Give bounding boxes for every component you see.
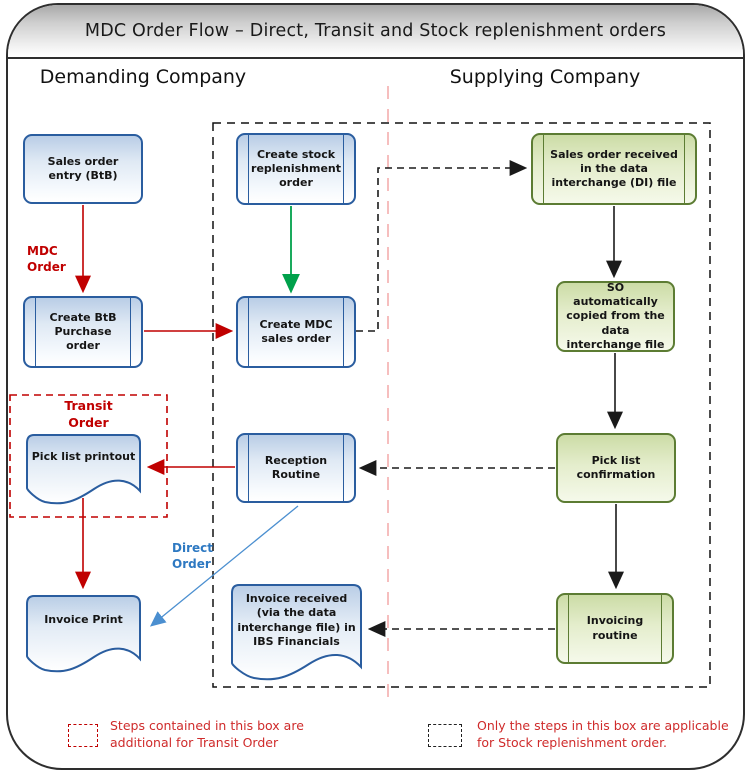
label-line: Order xyxy=(68,414,109,430)
node-label: Create BtB Purchase order xyxy=(49,310,117,353)
legend-transit-box-icon xyxy=(68,724,98,747)
node-invoice-print-label: Invoice Print xyxy=(44,613,123,626)
node-label: Invoicing routine xyxy=(586,614,644,642)
column-header-supplying: Supplying Company xyxy=(449,66,641,88)
page-title: MDC Order Flow – Direct, Transit and Sto… xyxy=(84,21,667,41)
node-pick-list-confirmation: Pick list confirmation xyxy=(556,433,676,503)
column-header-demanding: Demanding Company xyxy=(39,66,247,88)
node-pick-list-printout-shape xyxy=(26,434,141,505)
node-create-stock-replenishment: Create stock replenishment order xyxy=(236,133,356,205)
title-banner: MDC Order Flow – Direct, Transit and Sto… xyxy=(8,5,743,59)
node-invoice-print-shape xyxy=(26,595,141,673)
node-reception-routine: Reception Routine xyxy=(236,433,356,503)
node-pick-list-printout-label: Pick list printout xyxy=(31,450,136,463)
node-create-mdc-sales-order: Create MDC sales order xyxy=(236,296,356,368)
label-line: Direct xyxy=(172,541,213,555)
node-create-btb-purchase: Create BtB Purchase order xyxy=(23,296,143,368)
node-label: Reception Routine xyxy=(264,453,328,481)
node-label: Sales order entry (BtB) xyxy=(47,154,119,182)
node-label: Create MDC sales order xyxy=(259,317,333,345)
node-label: Sales order received in the data interch… xyxy=(550,147,678,190)
node-invoice-received-label: Invoice received (via the data interchan… xyxy=(237,592,356,648)
label-mdc-order: MDC Order xyxy=(27,243,66,275)
label-line: Transit xyxy=(64,398,113,413)
legend-transit-text: Steps contained in this box are addition… xyxy=(110,718,304,750)
label-transit-order: Transit Order xyxy=(10,398,167,432)
label-line: MDC xyxy=(27,244,58,258)
node-sales-order-entry: Sales order entry (BtB) xyxy=(23,134,143,204)
node-so-auto-copied: SO automatically copied from the data in… xyxy=(556,281,675,352)
label-line: Order xyxy=(172,557,211,572)
label-direct-order: Direct Order xyxy=(172,540,213,572)
node-label: Create stock replenishment order xyxy=(251,147,341,190)
legend-stock-box-icon xyxy=(428,724,462,747)
label-line: Order xyxy=(27,260,66,275)
node-label: Pick list confirmation xyxy=(576,453,656,481)
node-label: SO automatically copied from the data in… xyxy=(566,280,665,351)
legend-stock-text: Only the steps in this box are applicabl… xyxy=(477,718,729,750)
node-sales-order-received: Sales order received in the data interch… xyxy=(531,133,697,205)
node-invoicing-routine: Invoicing routine xyxy=(556,593,674,664)
